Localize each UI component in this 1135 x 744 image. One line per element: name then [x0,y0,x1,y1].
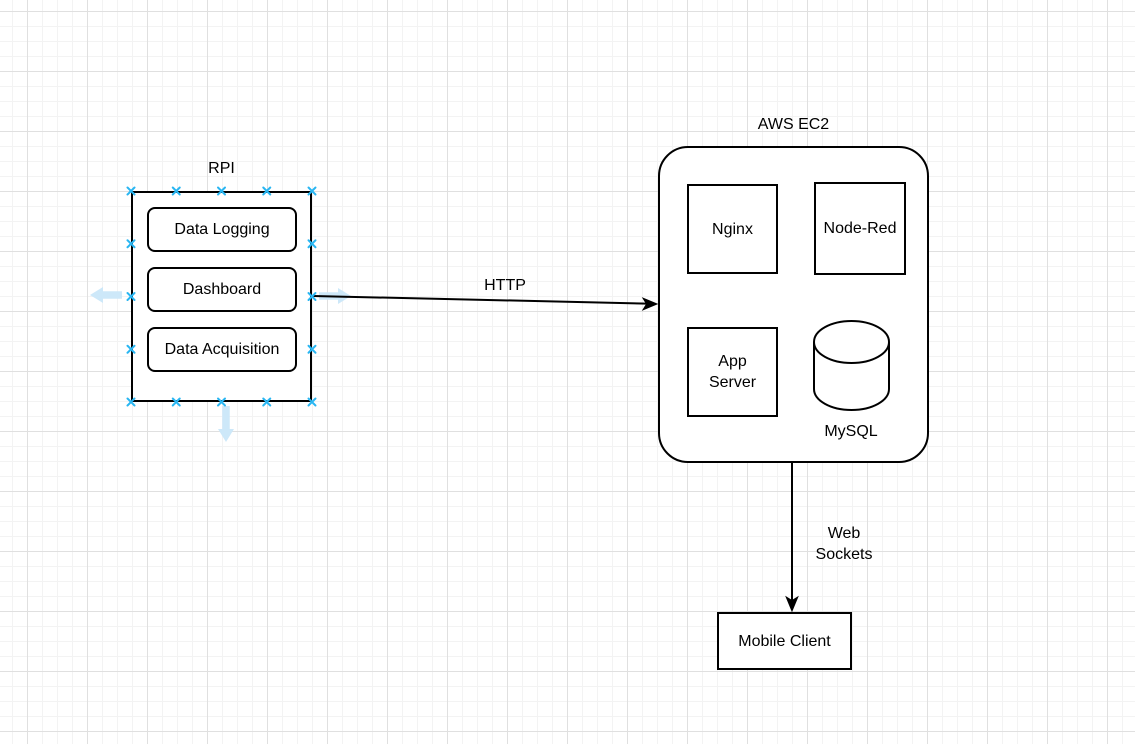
direction-arrow-down-icon[interactable] [218,406,234,442]
node-node-red[interactable]: Node-Red [814,182,906,275]
node-data-logging-label: Data Logging [174,221,270,238]
node-app-server[interactable]: App Server [687,327,778,417]
node-dashboard[interactable]: Dashboard [147,267,297,312]
direction-arrow-right-icon[interactable] [319,288,351,304]
websockets-edge[interactable] [785,463,799,613]
websockets-arrowhead-icon [785,595,799,613]
node-data-acquisition-label: Data Acquisition [164,341,280,358]
aws-ec2-container-title: AWS EC2 [757,116,830,133]
node-nginx[interactable]: Nginx [687,184,778,274]
node-nginx-label: Nginx [712,220,753,238]
node-data-acquisition[interactable]: Data Acquisition [147,327,297,372]
rpi-group-title: RPI [208,160,235,177]
node-mobile-client-label: Mobile Client [738,632,831,650]
http-edge-label: HTTP [484,277,526,294]
node-mobile-client[interactable]: Mobile Client [717,612,852,670]
http-edge[interactable] [312,295,659,311]
node-dashboard-label: Dashboard [182,281,262,298]
node-data-logging[interactable]: Data Logging [147,207,297,252]
websockets-edge-label: Web Sockets [815,525,873,563]
mysql-label: MySQL [824,423,878,440]
http-arrowhead-icon [641,297,659,311]
direction-arrow-left-icon[interactable] [90,287,122,303]
node-app-server-label: App Server [708,353,757,391]
node-node-red-label: Node-Red [823,220,897,237]
